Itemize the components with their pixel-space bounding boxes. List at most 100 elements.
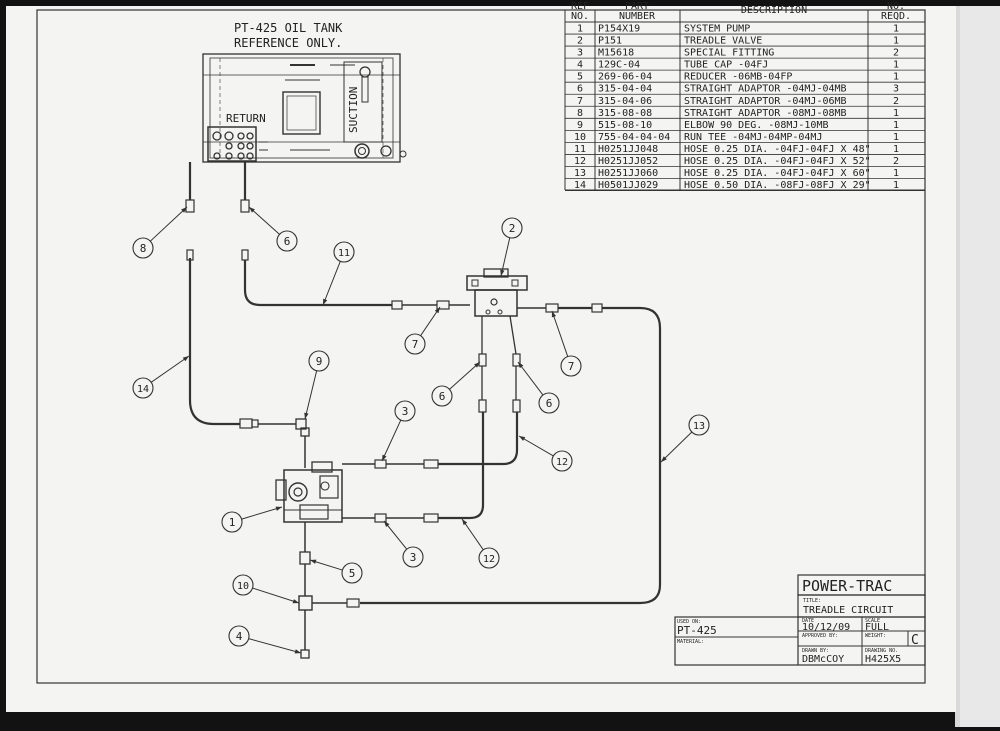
callout-number: 1 — [229, 516, 236, 529]
callout-5: 5 — [309, 559, 363, 584]
callout-4: 4 — [228, 625, 302, 654]
callout-leader — [500, 237, 511, 277]
bom-part-cell: H0251JJ048 — [598, 144, 658, 155]
callout-11: 11 — [322, 241, 355, 306]
bom-part-cell: H0501JJ029 — [598, 180, 658, 191]
callout-circle — [132, 237, 154, 259]
callout-circle — [132, 377, 154, 399]
bom-part-cell: M15618 — [598, 48, 634, 59]
drawing-border — [36, 9, 926, 684]
callout-7: 7 — [404, 306, 441, 355]
weight-label: WEIGHT: — [865, 633, 886, 639]
callout-number: 5 — [349, 567, 356, 580]
bom-ref-cell: 3 — [577, 48, 583, 59]
bom-part-cell: 315-04-06 — [598, 96, 652, 107]
callout-leader — [322, 261, 341, 306]
callout-arrowhead — [249, 207, 255, 213]
drawing-no-value: H425X5 — [865, 654, 901, 665]
bom-qty-cell: 1 — [893, 72, 899, 83]
part-header-line1: PART — [625, 1, 649, 12]
callout-number: 10 — [237, 581, 249, 592]
bom-ref-cell: 11 — [574, 144, 586, 155]
drawing-no-label: DRAWING NO. — [865, 648, 898, 654]
adaptor-6-return — [240, 199, 250, 213]
system-pump — [275, 461, 343, 523]
bom-qty-cell: 2 — [893, 156, 899, 167]
callout-7: 7 — [551, 310, 582, 377]
bom-ref-cell: 4 — [577, 60, 583, 71]
callout-arrowhead — [462, 519, 468, 526]
callout-circle — [404, 333, 426, 355]
qty-header-line1: NO. — [887, 1, 905, 12]
callout-number: 6 — [546, 397, 553, 410]
bom-qty-cell: 1 — [893, 60, 899, 71]
callout-circle — [221, 511, 243, 533]
callout-arrowhead — [181, 207, 187, 213]
callout-circle — [560, 355, 582, 377]
callout-leader — [248, 638, 302, 654]
callout-arrowhead — [382, 454, 387, 461]
callout-number: 6 — [439, 390, 446, 403]
used-on-value: PT-425 — [677, 624, 717, 637]
callout-number: 6 — [284, 235, 291, 248]
bom-desc-cell: STRAIGHT ADAPTOR -04MJ-04MB — [684, 84, 847, 95]
bom-desc-cell: ELBOW 90 DEG. -08MJ-10MB — [684, 120, 829, 131]
bom-ref-cell: 12 — [574, 156, 586, 167]
callout-circle — [308, 350, 330, 372]
bom-desc-cell: STRAIGHT ADAPTOR -08MJ-08MB — [684, 108, 847, 119]
bom-part-cell: 129C-04 — [598, 60, 640, 71]
bom-ref-cell: 13 — [574, 168, 586, 179]
bom-ref-cell: 2 — [577, 36, 583, 47]
callout-arrowhead — [304, 412, 309, 419]
callout-circle — [341, 562, 363, 584]
callout-circle — [478, 547, 500, 569]
callout-9: 9 — [304, 350, 330, 420]
callout-leader — [381, 419, 402, 462]
hydraulic-lines — [185, 162, 662, 659]
bom-part-cell: 315-04-04 — [598, 84, 652, 95]
callout-arrowhead — [518, 362, 524, 369]
callout-circle — [276, 230, 298, 252]
callout-number: 8 — [140, 242, 147, 255]
treadle-valve — [466, 268, 528, 317]
bom-part-cell: 755-04-04-04 — [598, 132, 670, 143]
bom-desc-cell: HOSE 0.50 DIA. -08FJ-08FJ X 29" — [684, 180, 871, 191]
callout-arrowhead — [474, 362, 480, 368]
callout-arrowhead — [519, 436, 526, 441]
callout-circle — [232, 574, 254, 596]
tube-cap-4 — [300, 649, 310, 659]
bom-ref-cell: 14 — [574, 180, 586, 191]
callout-number: 2 — [509, 222, 516, 235]
part-header-line2: NUMBER — [619, 11, 656, 22]
bom-ref-cell: 8 — [577, 108, 583, 119]
bom-desc-cell: STRAIGHT ADAPTOR -04MJ-06MB — [684, 96, 847, 107]
callout-leader — [241, 506, 283, 520]
bom-qty-cell: 3 — [893, 84, 899, 95]
callout-arrowhead — [434, 307, 440, 314]
callout-leader — [383, 520, 408, 550]
bom-part-cell: H0251JJ052 — [598, 156, 658, 167]
callout-6: 6 — [517, 361, 560, 414]
bom-qty-cell: 1 — [893, 144, 899, 155]
callout-circle — [551, 450, 573, 472]
bom-ref-cell: 7 — [577, 96, 583, 107]
bom-qty-cell: 1 — [893, 108, 899, 119]
callout-number: 7 — [568, 360, 575, 373]
drawing-title: TREADLE CIRCUIT — [803, 605, 893, 616]
callout-number: 11 — [338, 248, 350, 259]
callout-number: 4 — [236, 630, 243, 643]
callout-leader — [149, 206, 188, 242]
callout-leader — [252, 587, 300, 604]
bom-qty-cell: 1 — [893, 180, 899, 191]
bom-desc-cell: RUN TEE -04MJ-04MP-04MJ — [684, 132, 822, 143]
callout-number: 13 — [693, 421, 705, 432]
oil-tank-reference: PT-425 OIL TANK REFERENCE ONLY. SUCTION … — [202, 21, 407, 163]
bom-desc-cell: HOSE 0.25 DIA. -04FJ-04FJ X 48" — [684, 144, 871, 155]
bom-qty-cell: 1 — [893, 120, 899, 131]
tank-title-line1: PT-425 OIL TANK — [234, 21, 343, 35]
bom-desc-cell: SYSTEM PUMP — [684, 24, 750, 35]
bom-desc-cell: TUBE CAP -04FJ — [684, 60, 768, 71]
adaptor-8 — [185, 199, 195, 213]
